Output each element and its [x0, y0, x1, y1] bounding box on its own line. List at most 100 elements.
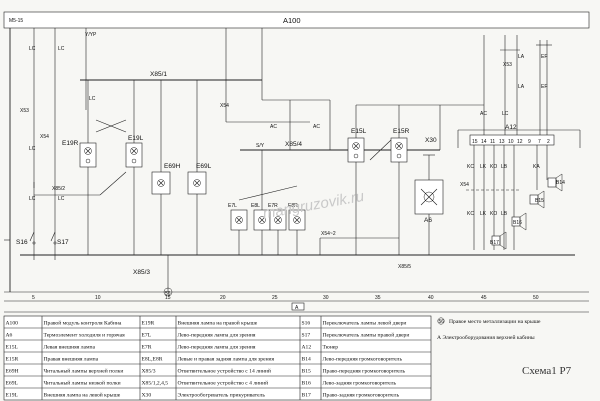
- component-a6: A6: [414, 155, 444, 255]
- legend-cell: Ответвительное устройство с 14 линий: [178, 368, 271, 375]
- legend-cell: Тюнер: [323, 345, 339, 351]
- lamp-e15r: E15R: [356, 104, 440, 255]
- legend-cell: Право-передняя громкоговоритель: [323, 369, 406, 375]
- svg-text:LA: LA: [518, 54, 525, 60]
- connector-x30: X30: [423, 137, 437, 156]
- legend-cell: Внешняя лампа на левой крыше: [44, 392, 121, 399]
- svg-text:2: 2: [547, 139, 550, 145]
- svg-text:X85/4: X85/4: [285, 141, 302, 148]
- svg-text:S/Y: S/Y: [256, 143, 265, 149]
- svg-text:35: 35: [375, 295, 381, 301]
- legend-cell: Внешняя лампа на правой крыше: [178, 320, 258, 327]
- switch-s17: S17: [50, 231, 69, 246]
- lamp-e69h: E69H: [151, 80, 181, 255]
- svg-text:A: A: [295, 305, 299, 311]
- svg-text:E19L: E19L: [128, 135, 144, 142]
- svg-text:X85/5: X85/5: [398, 264, 411, 270]
- svg-text:KA: KA: [533, 164, 540, 170]
- legend-cell: A12: [302, 345, 312, 351]
- legend-cell: B16: [302, 381, 312, 387]
- legend-cell: Переключатель лампы правой двери: [323, 332, 410, 339]
- legend-cell: Право-задняя громкоговоритель: [323, 393, 400, 399]
- lamp-e8r: E8R: [288, 203, 306, 255]
- legend-cell: E19L: [6, 393, 19, 399]
- legend-cell: E69L: [6, 381, 19, 387]
- switch-s16: S16: [16, 231, 36, 246]
- svg-text:LC: LC: [502, 111, 509, 117]
- svg-text:S16: S16: [16, 239, 28, 246]
- svg-text:A6: A6: [424, 217, 432, 224]
- legend-cell: Ответвительное устройство с 4 линий: [178, 380, 269, 387]
- legend-cell: Электрообогреватель прикуриватель: [178, 392, 266, 399]
- legend-cell: S16: [302, 321, 311, 327]
- legend-cell: Правая внешняя лампа: [44, 357, 99, 363]
- legend-cell: E15L: [6, 345, 19, 351]
- svg-text:E69H: E69H: [164, 163, 181, 170]
- module-a100-label: A100: [283, 16, 301, 25]
- svg-text:X53: X53: [503, 62, 512, 68]
- svg-text:EF: EF: [541, 84, 547, 90]
- svg-text:KO: KO: [490, 211, 497, 217]
- svg-text:10: 10: [95, 295, 101, 301]
- legend-cell: E8L,E8R: [142, 357, 163, 363]
- svg-text:9: 9: [528, 139, 531, 145]
- svg-text:AC: AC: [270, 124, 277, 130]
- legend-cell: B17: [302, 393, 312, 399]
- svg-text:A12: A12: [505, 124, 517, 131]
- svg-text:LK: LK: [480, 211, 487, 217]
- svg-text:12: 12: [517, 139, 523, 145]
- svg-text:45: 45: [481, 295, 487, 301]
- connector-x54-2: X54~2: [319, 231, 399, 255]
- legend-cell: E7R: [142, 345, 152, 351]
- connector-x85-1: X85/1 Y/YP LC: [80, 28, 262, 255]
- legend-cell: B15: [302, 369, 312, 375]
- svg-text:E15R: E15R: [393, 128, 410, 135]
- pin-m5-15-label: M5-15: [9, 18, 23, 24]
- legend-cell: E15R: [6, 357, 19, 363]
- svg-text:KC: KC: [467, 211, 474, 217]
- svg-text:11: 11: [490, 139, 495, 145]
- legend-cell: Лево-передняя лампа для зрения: [178, 333, 256, 339]
- svg-text:E19R: E19R: [62, 140, 79, 147]
- svg-text:X85/3: X85/3: [133, 269, 150, 276]
- speaker-b17: B17: [490, 231, 507, 250]
- speaker-b16: B16: [511, 212, 527, 231]
- svg-text:14: 14: [481, 139, 487, 145]
- legend-cell: Левая внешняя лампа: [44, 345, 96, 351]
- ruler: 5 10 15 20 25 30 35 40 45 50 A: [4, 291, 589, 313]
- svg-text:Y/YP: Y/YP: [85, 32, 97, 38]
- legend-cell: Читальный лампы низкой полки: [44, 380, 121, 387]
- connector-x85-4: X85/4 AC AC: [240, 28, 440, 151]
- lamp-e7r: E7R: [268, 203, 287, 255]
- wire-column-1: LC X53 LC LC: [20, 28, 36, 260]
- svg-text:15: 15: [165, 295, 171, 301]
- legend-cell: X30: [142, 393, 152, 399]
- svg-text:E8R: E8R: [288, 203, 298, 209]
- lamp-e15l: E15L: [347, 105, 367, 255]
- svg-text:E8L: E8L: [251, 203, 260, 209]
- connector-x54-1: X54: [220, 28, 310, 123]
- legend-cell: E7L: [142, 333, 152, 339]
- legend-cell: Термоэлемент холодиля и горячая: [44, 333, 126, 339]
- svg-text:KC: KC: [467, 164, 474, 170]
- svg-text:B15: B15: [535, 198, 544, 204]
- svg-text:KO: KO: [490, 164, 497, 170]
- svg-text:X85/2: X85/2: [52, 186, 65, 192]
- speaker-b14: B14: [547, 173, 565, 192]
- svg-text:X53: X53: [20, 108, 29, 114]
- legend-cell: X85/1,2,4,5: [142, 381, 169, 387]
- svg-text:X54: X54: [40, 134, 49, 140]
- svg-text:E69L: E69L: [196, 163, 212, 170]
- svg-text:56: 56: [165, 291, 171, 297]
- legend-cell: E19R: [142, 321, 155, 327]
- lamp-e19r: E19R: [62, 140, 97, 168]
- svg-text:AC: AC: [480, 111, 487, 117]
- svg-text:E7L: E7L: [228, 203, 237, 209]
- svg-text:LC: LC: [58, 46, 65, 52]
- component-a12: A12 15 14 11 13 10 12 9 7 2: [457, 124, 581, 148]
- legend-notes: 56 Правое место металлизации на крыше А …: [437, 317, 572, 377]
- connector-x85-2: X85/2: [33, 182, 100, 196]
- legend-cell: Правой модуль контроля Кабина: [44, 320, 122, 327]
- legend-cell: Лево-передняя громкоговоритель: [323, 357, 403, 363]
